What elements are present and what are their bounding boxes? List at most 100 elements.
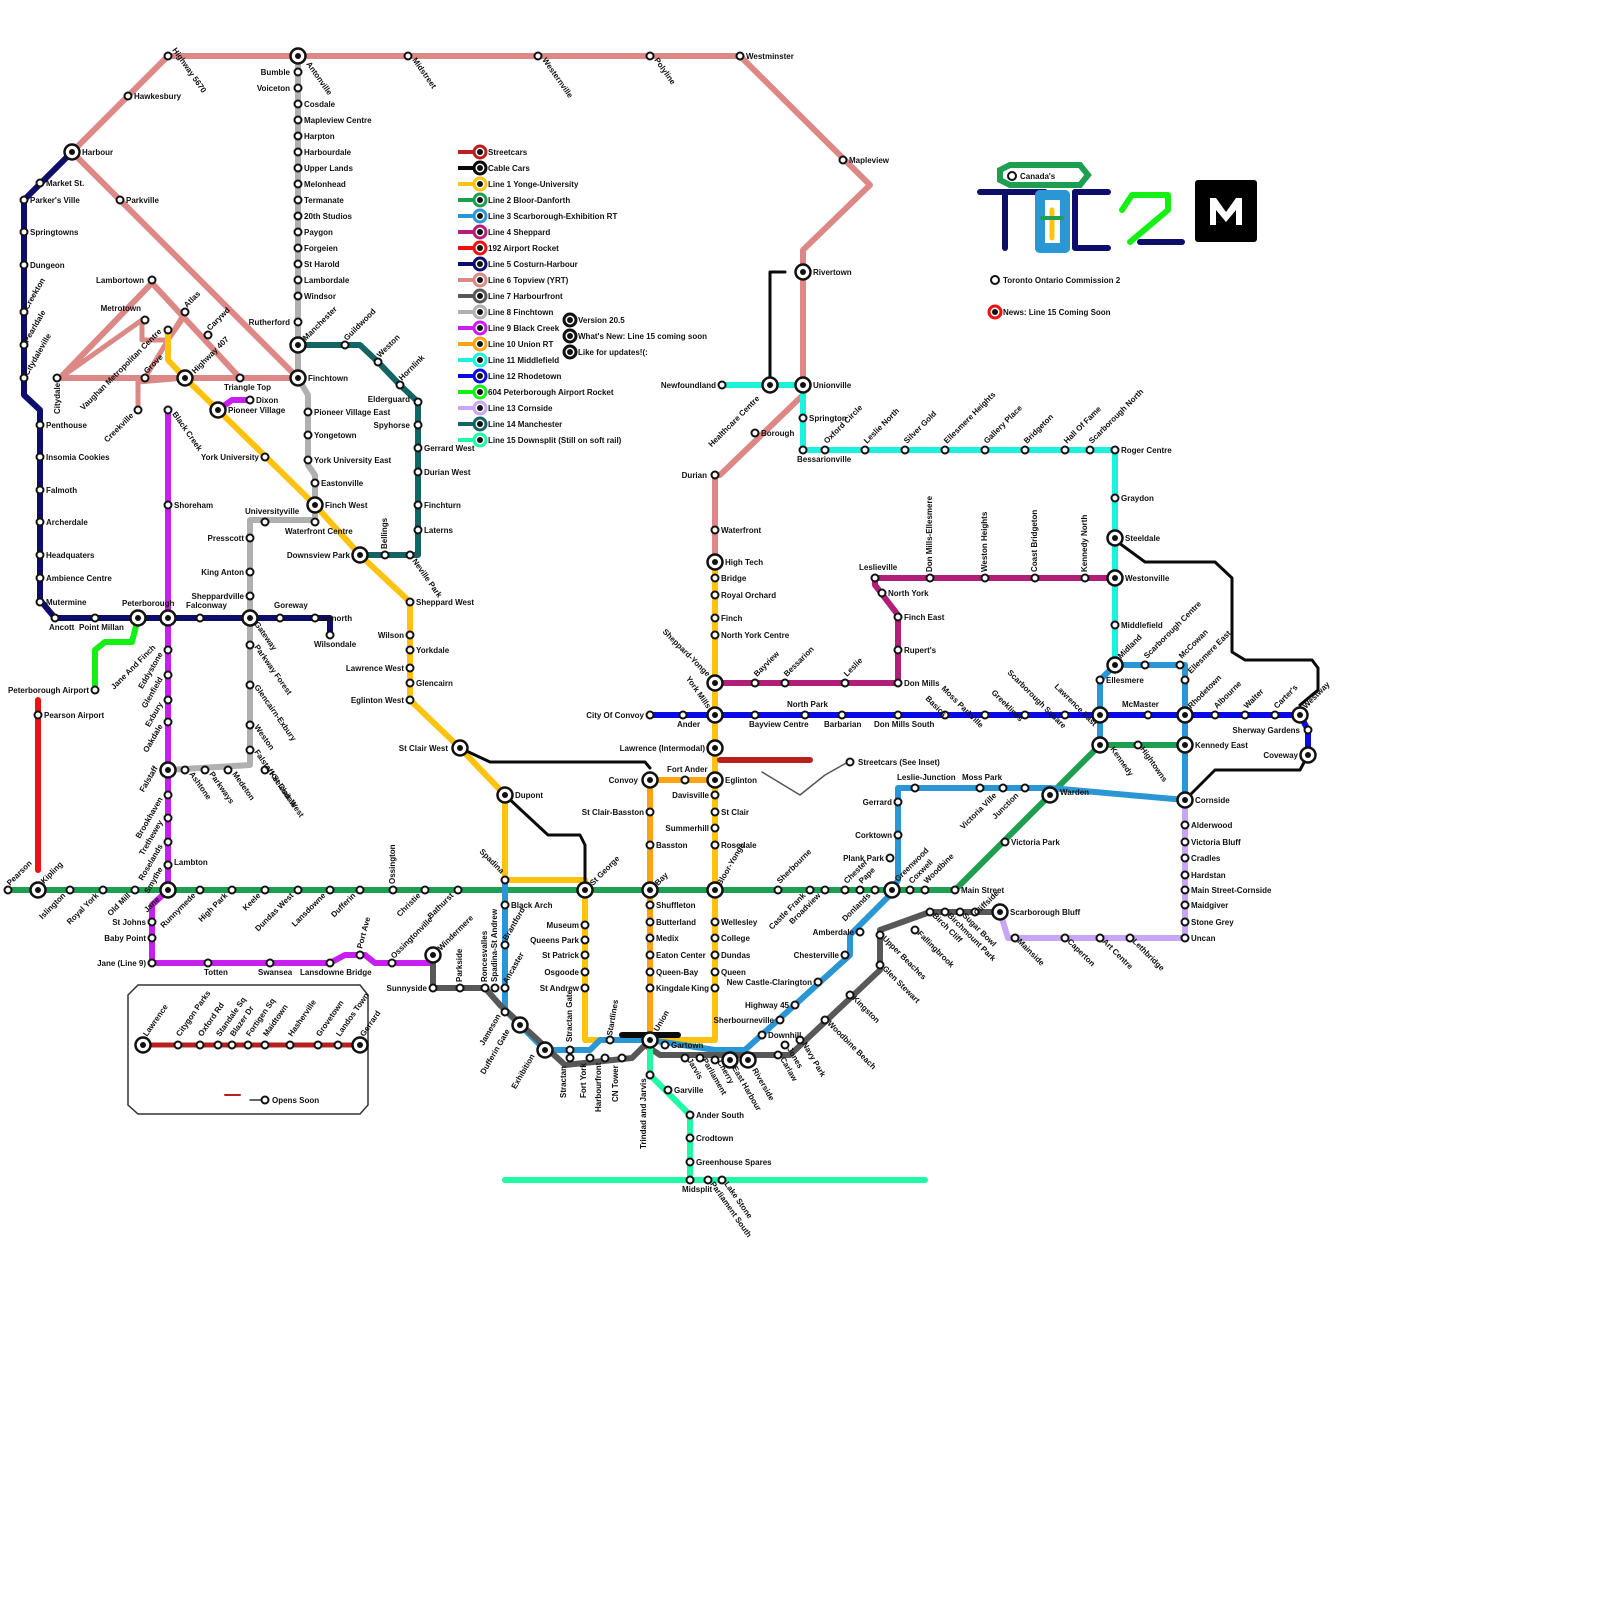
station-l1-3[interactable] (405, 663, 415, 673)
station-inset-3[interactable] (213, 1040, 223, 1050)
station-l9-2[interactable] (163, 405, 173, 415)
station-l13-3[interactable] (1180, 870, 1190, 880)
station-l8-32[interactable] (180, 765, 190, 775)
station-l14-2[interactable] (373, 357, 383, 367)
streetcar-ref-stop[interactable] (845, 757, 855, 767)
station-l8-15[interactable] (293, 317, 303, 327)
station-l5-11[interactable] (35, 550, 45, 560)
station-l5-3[interactable] (19, 260, 29, 270)
station-l6-3[interactable] (115, 195, 125, 205)
station-l15-2[interactable] (685, 1110, 695, 1120)
station-l11-0[interactable] (717, 380, 727, 390)
station-l2-10[interactable] (325, 885, 335, 895)
station-l8-1[interactable] (293, 83, 303, 93)
station-l1-1[interactable] (405, 630, 415, 640)
station-l2-23[interactable] (905, 885, 915, 895)
station-l2-11[interactable] (355, 885, 365, 895)
station-l5-12[interactable] (35, 573, 45, 583)
station-l13-4[interactable] (1180, 885, 1190, 895)
station-l8-10[interactable] (293, 227, 303, 237)
station-l7-5[interactable] (585, 1053, 595, 1063)
station-l5-9[interactable] (35, 485, 45, 495)
station-l5-4[interactable] (19, 307, 29, 317)
station-inset-1[interactable] (173, 1040, 183, 1050)
station-l5-19[interactable] (275, 613, 285, 623)
station-l10-7[interactable] (645, 950, 655, 960)
station-l2-25[interactable] (950, 885, 960, 895)
station-l7-12[interactable] (795, 1035, 805, 1045)
station-l2-17[interactable] (805, 885, 815, 895)
station-l6-19[interactable] (203, 330, 213, 340)
station-l1-25[interactable] (710, 823, 720, 833)
station-l4-11[interactable] (750, 678, 760, 688)
station-l5-21[interactable] (325, 630, 335, 640)
station-l3-6[interactable] (565, 1045, 575, 1055)
station-l1-5[interactable] (405, 695, 415, 705)
station-l8-22[interactable] (245, 533, 255, 543)
station-l8-11[interactable] (293, 243, 303, 253)
station-l8-17[interactable] (303, 430, 313, 440)
station-l11-6[interactable] (940, 445, 950, 455)
station-l14-7[interactable] (413, 467, 423, 477)
station-l12-17[interactable] (1303, 725, 1313, 735)
station-l15-6[interactable] (703, 1175, 713, 1185)
station-l2-3[interactable] (98, 885, 108, 895)
station-l3-21[interactable] (998, 783, 1008, 793)
station-l1-17[interactable] (660, 1040, 670, 1050)
station-inset-7[interactable] (285, 1040, 295, 1050)
station-l1-19[interactable] (710, 967, 720, 977)
station-l1-24[interactable] (710, 840, 720, 850)
station-l2-2[interactable] (65, 885, 75, 895)
station-l7-13[interactable] (820, 1015, 830, 1025)
station-l6-7[interactable] (645, 51, 655, 61)
station-l12-7[interactable] (980, 710, 990, 720)
station-l1-8[interactable] (500, 875, 510, 885)
station-l9-3[interactable] (163, 500, 173, 510)
station-l9-18[interactable] (203, 958, 213, 968)
station-l8-18[interactable] (303, 455, 313, 465)
station-l9-20[interactable] (325, 958, 335, 968)
station-l11-1[interactable] (798, 413, 808, 423)
station-l7-7[interactable] (617, 1053, 627, 1063)
station-l11-7[interactable] (980, 445, 990, 455)
station-l1-21[interactable] (710, 933, 720, 943)
station-l3-27[interactable] (1180, 675, 1190, 685)
station-l2-16[interactable] (773, 885, 783, 895)
station-l6-14[interactable] (710, 470, 720, 480)
station-l2-4[interactable] (130, 885, 140, 895)
station-l6-9[interactable] (838, 155, 848, 165)
station-l10-2[interactable] (645, 807, 655, 817)
station-l1-0[interactable] (405, 597, 415, 607)
station-l13-7[interactable] (1180, 933, 1190, 943)
station-l2-7[interactable] (227, 885, 237, 895)
station-l1-16[interactable] (605, 1035, 615, 1045)
station-l8-9[interactable] (293, 211, 303, 221)
opens-soon-dot[interactable] (260, 1095, 270, 1105)
station-l2-21[interactable] (870, 885, 880, 895)
station-l8-3[interactable] (293, 115, 303, 125)
station-l13-1[interactable] (1180, 837, 1190, 847)
station-l7-17[interactable] (910, 925, 920, 935)
station-l13-8[interactable] (1010, 933, 1020, 943)
station-l15-0[interactable] (645, 1070, 655, 1080)
station-l3-2[interactable] (500, 983, 510, 993)
station-l2-26[interactable] (1000, 837, 1010, 847)
station-l13-6[interactable] (1180, 917, 1190, 927)
station-l9-22[interactable] (387, 958, 397, 968)
station-l9-7[interactable] (163, 695, 173, 705)
station-l10-4[interactable] (645, 900, 655, 910)
station-l6-18[interactable] (180, 307, 190, 317)
station-l8-25[interactable] (245, 640, 255, 650)
station-l3-15[interactable] (855, 927, 865, 937)
station-l7-1[interactable] (455, 983, 465, 993)
station-l6-5[interactable] (403, 51, 413, 61)
station-l13-11[interactable] (1125, 933, 1135, 943)
station-l8-30[interactable] (223, 765, 233, 775)
station-l12-0[interactable] (645, 710, 655, 720)
station-l1-14[interactable] (580, 983, 590, 993)
station-l4-9[interactable] (840, 678, 850, 688)
station-l3-7[interactable] (710, 1055, 720, 1065)
station-l11-5[interactable] (900, 445, 910, 455)
station-l6-23[interactable] (140, 373, 150, 383)
station-l5-1[interactable] (19, 195, 29, 205)
